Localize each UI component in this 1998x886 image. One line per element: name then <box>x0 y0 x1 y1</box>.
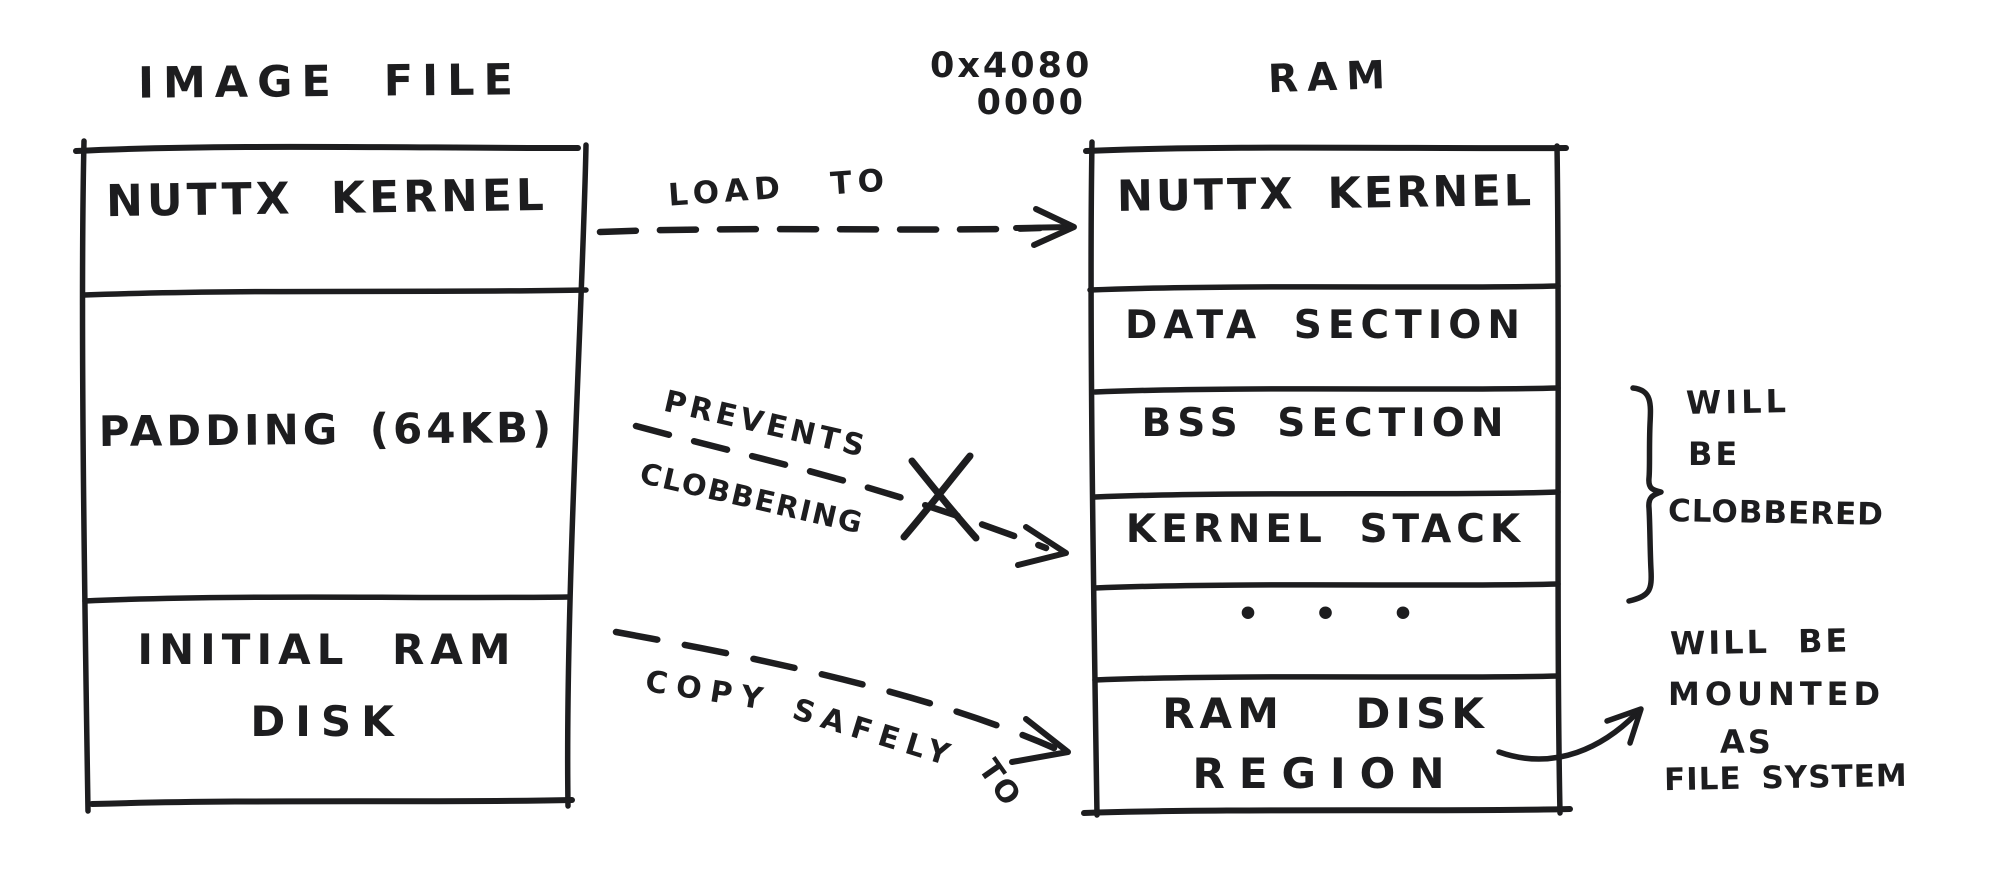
mounted-note-line3: AS <box>1720 723 1774 761</box>
mounted-note-line2: MOUNTED <box>1668 675 1886 713</box>
imagefile-section-initrd-line1: INITIAL RAM <box>137 625 517 674</box>
ram-section-ellipsis: • • • <box>1236 594 1415 635</box>
image-file-title: IMAGE FILE <box>137 55 523 109</box>
image-file-box-outline <box>73 138 589 814</box>
mounted-note-line4: FILE SYSTEM <box>1663 757 1909 799</box>
mounted-note-line1: WILL BE <box>1669 621 1851 663</box>
ram-base-address-line2: 0000 <box>976 82 1086 123</box>
ram-section-bss: BSS SECTION <box>1141 401 1510 446</box>
ram-section-kernel-stack: KERNEL STACK <box>1125 507 1526 552</box>
ram-section-nuttx-kernel: NUTTX KERNEL <box>1116 166 1535 222</box>
clobbered-note-line3: CLOBBERED <box>1667 493 1885 533</box>
clobbered-note-line1: WILL <box>1685 382 1791 422</box>
ram-box-outline <box>1081 139 1573 818</box>
prevents-clobbering-arrow <box>632 422 1069 568</box>
ram-section-ramdisk-line2: REGION <box>1192 749 1459 798</box>
clobbered-note-line2: BE <box>1688 435 1741 473</box>
ram-title: RAM <box>1267 52 1395 103</box>
ram-base-address-line1: 0x4080 <box>930 46 1093 86</box>
mounted-arrow <box>1496 706 1644 762</box>
copy-safely-arrow <box>612 628 1071 765</box>
ram-section-data: DATA SECTION <box>1124 303 1527 348</box>
load-to-arrow <box>596 206 1077 248</box>
imagefile-section-padding: PADDING (64KB) <box>98 403 556 456</box>
ram-section-ramdisk-line1: RAM DISK <box>1162 689 1489 738</box>
x-mark <box>900 452 980 542</box>
ram-base-address: 0x4080 0000 <box>930 48 1090 122</box>
imagefile-section-nuttx-kernel: NUTTX KERNEL <box>105 169 549 228</box>
clobbered-brace <box>1626 385 1664 604</box>
imagefile-section-initrd-line2: DISK <box>250 697 404 746</box>
